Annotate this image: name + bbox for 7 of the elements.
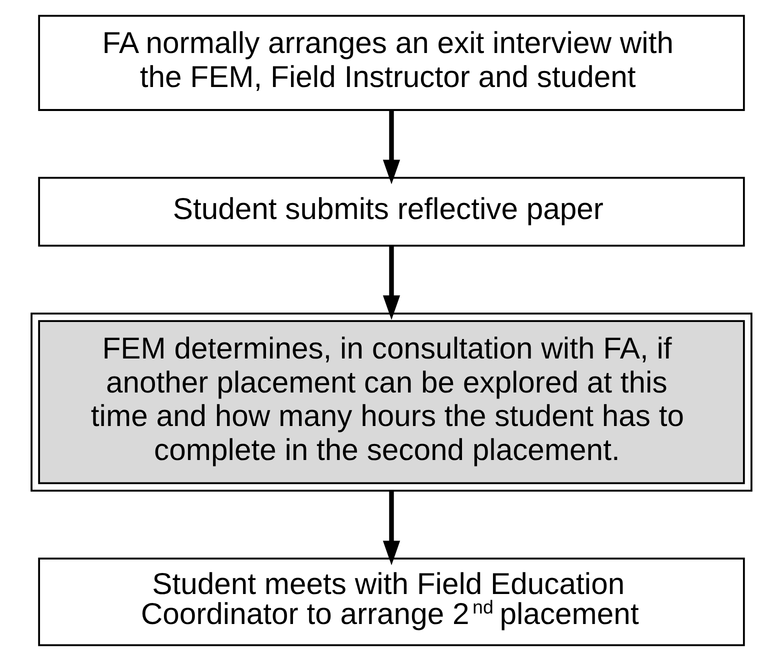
node-box: Student submits reflective paper — [38, 176, 745, 247]
arrow — [382, 110, 400, 184]
arrow — [382, 246, 400, 320]
node-box: FA normally arranges an exit interview with the FEM, Field Instructor and student — [38, 14, 745, 111]
node-box: Student meets with Field Education Coordinator to arrange 2$^{nd}$ placement — [38, 558, 745, 646]
arrow — [382, 491, 400, 566]
node-box: FEM determines, in consultation with FA, if another placement can be explored at this time and how many hours the student has to complete in the second placement. — [30, 312, 752, 492]
